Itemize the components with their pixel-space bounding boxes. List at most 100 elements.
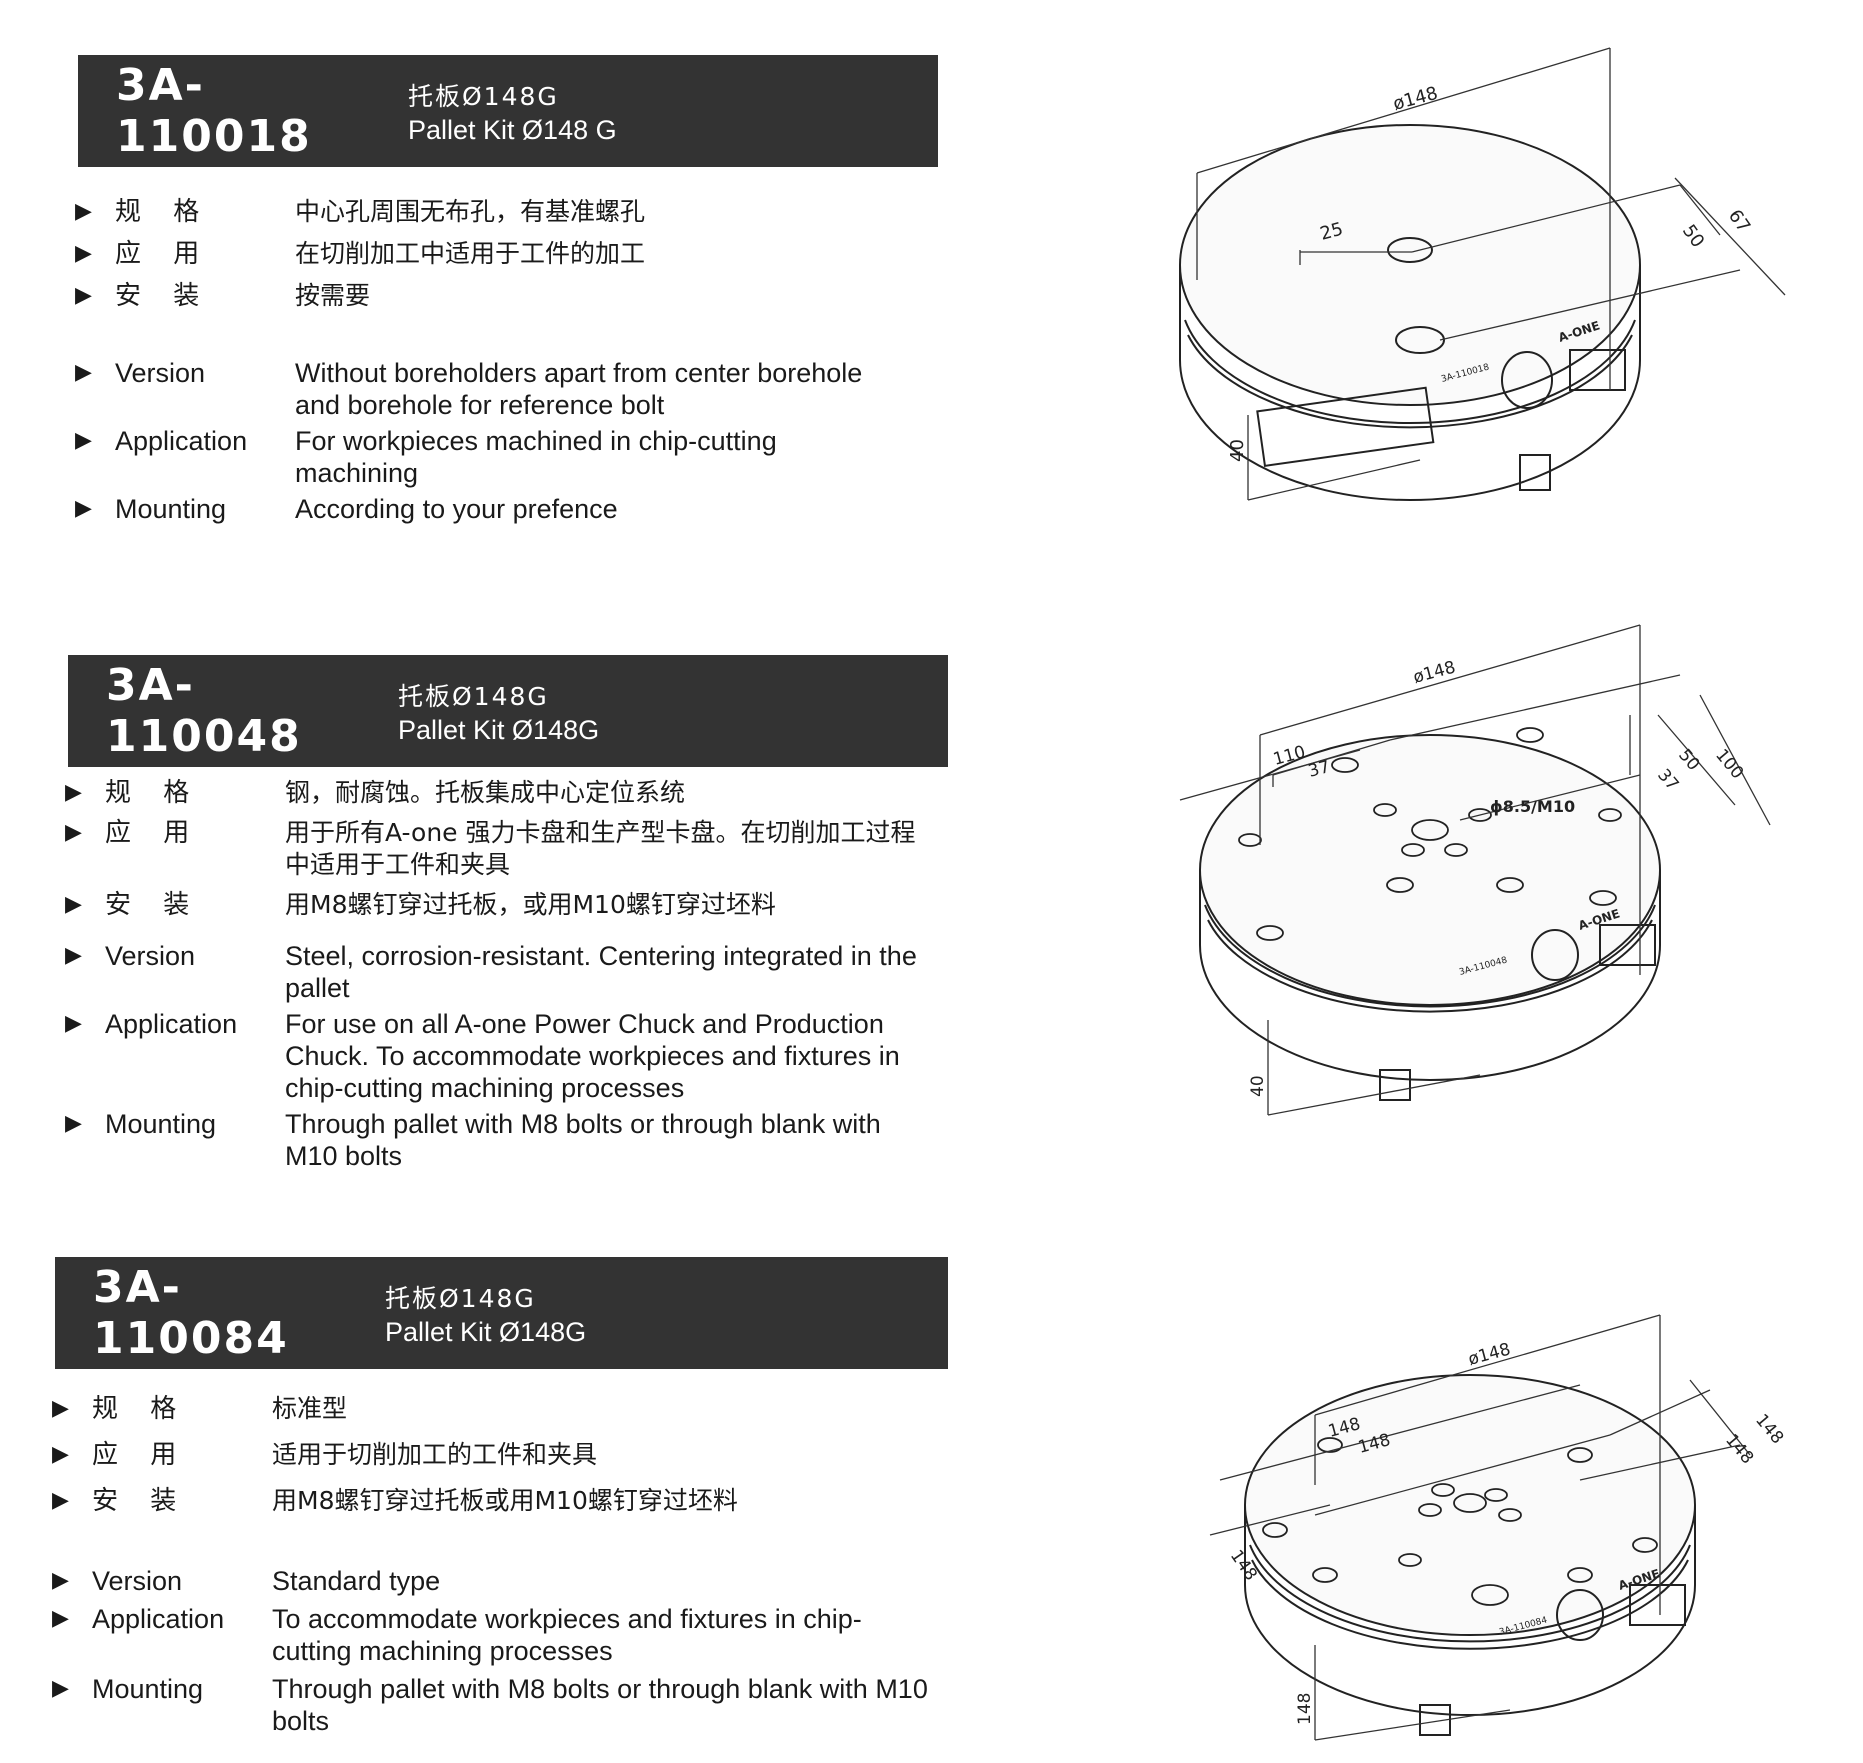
dim-label: 67 [1724,206,1754,237]
product-code: 3A-110018 [116,60,312,162]
spec-label: Application [115,426,248,456]
bullet-icon: ▶ [52,1676,69,1701]
spec-row: ▶ 安 装 用M8螺钉穿过托板，或用M10螺钉穿过坯料 [65,889,935,921]
hole-spec: ϕ8.5/M10 [1490,797,1575,816]
spec-value: Steel, corrosion-resistant. Centering in… [285,941,917,1003]
spec-value: 用于所有A-one 强力卡盘和生产型卡盘。在切削加工过程中适用于工件和夹具 [285,818,916,879]
spec-row: ▶ Mounting Through pallet with M8 bolts or… [65,1108,935,1172]
bullet-icon: ▶ [75,496,92,521]
specs-zh: ▶ 规 格 标准型 ▶ 应 用 适用于切削加工的工件和夹具 ▶ 安 装 用M8螺钉穿过托板或… [52,1393,932,1517]
spec-row: ▶ 应 用 在切削加工中适用于工件的加工 [75,238,975,270]
bullet-icon: ▶ [75,360,92,385]
spec-row: ▶ 规 格 标准型 [52,1393,932,1425]
spec-label: 规 格 [105,778,202,808]
spec-value: 用M8螺钉穿过托板，或用M10螺钉穿过坯料 [285,890,776,919]
specs-zh: ▶规 格中心孔周围无布孔，有基准螺孔 ▶应 用在切削加工中适用于工件的加工 ▶安… [75,196,975,312]
product-name-zh: 托板Ø148G [408,81,559,111]
spec-value: According to your prefence [295,494,618,524]
product-banner: 3A-110084 托板Ø148G Pallet Kit Ø148G [55,1257,948,1369]
dim-label: 100 [1711,745,1747,783]
spec-value: 标准型 [272,1394,348,1423]
specs-en: ▶ Version Steel, corrosion-resistant. Cent… [65,940,935,1172]
spec-value: Through pallet with M8 bolts or through … [285,1109,881,1171]
product-banner: 3A-110048 托板Ø148G Pallet Kit Ø148G [68,655,948,767]
spec-label: 安 装 [115,281,212,311]
bullet-icon: ▶ [52,1396,69,1421]
spec-value: For workpieces machined in chip-cutting … [295,426,777,488]
spec-value: To accommodate workpieces and fixtures i… [272,1604,862,1666]
bullet-icon: ▶ [65,1011,82,1036]
spec-label: Mounting [105,1109,217,1139]
dim-label: 148 [1751,1410,1787,1448]
product-banner: 3A-110018 托板Ø148G Pallet Kit Ø148 G [78,55,938,167]
bullet-icon: ▶ [52,1488,69,1513]
spec-label: 规 格 [115,197,212,227]
bullet-icon: ▶ [65,1111,82,1136]
spec-value: 钢，耐腐蚀。托板集成中心定位系统 [285,778,686,807]
bullet-icon: ▶ [52,1568,69,1593]
spec-label: 应 用 [92,1440,189,1470]
product-3a-110084: 3A-110084 托板Ø148G Pallet Kit Ø148G ▶ 规 格 标… [0,1195,1863,1755]
product-name-en: Pallet Kit Ø148G [398,714,600,745]
specs-en: ▶ Version Without boreholders apart from c… [75,357,895,525]
spec-label: Version [92,1566,183,1596]
spec-label: Mounting [92,1674,204,1704]
spec-value: 用M8螺钉穿过托板或用M10螺钉穿过坯料 [272,1486,738,1515]
dim-height: 148 [1295,1693,1315,1725]
spec-row: ▶ 规 格 钢，耐腐蚀。托板集成中心定位系统 [65,777,935,809]
spec-label: 规 格 [92,1394,189,1424]
technical-drawing-3a-110018: ø148 25 50 67 40 3A-110018 A-ONE [1179,47,1786,501]
bullet-icon: ▶ [75,199,92,224]
spec-value: Without boreholders apart from center bo… [295,358,863,420]
dim-label: 50 [1674,745,1703,774]
product-3a-110048: 3A-110048 托板Ø148G Pallet Kit Ø148G ▶ 规 格 钢… [0,595,1863,1171]
product-code: 3A-110048 [106,660,302,762]
spec-row: ▶ 应 用 用于所有A-one 强力卡盘和生产型卡盘。在切削加工过程中适用于工件和夹… [65,817,935,881]
spec-row: ▶规 格中心孔周围无布孔，有基准螺孔 [75,196,975,228]
bullet-icon: ▶ [75,241,92,266]
spec-label: Application [92,1604,225,1634]
product-name-en: Pallet Kit Ø148 G [408,114,617,145]
specs-zh: ▶ 规 格 钢，耐腐蚀。托板集成中心定位系统 ▶ 应 用 用于所有A-one 强力卡盘和… [65,777,935,921]
spec-label: 应 用 [115,239,212,269]
spec-row: ▶ 安 装 用M8螺钉穿过托板或用M10螺钉穿过坯料 [52,1485,932,1517]
product-3a-110018: 3A-110018 托板Ø148G Pallet Kit Ø148 G ▶ 规 格… [0,0,1863,560]
spec-label: 应 用 [105,818,202,848]
spec-label: Version [105,941,196,971]
dim-height: 40 [1248,1075,1268,1097]
product-code: 3A-110084 [93,1262,289,1364]
spec-label: Application [105,1009,238,1039]
dim-height: 40 [1227,439,1248,462]
bullet-icon: ▶ [65,892,82,917]
product-name-zh: 托板Ø148G [385,1283,536,1313]
technical-drawing-3a-110048: ø148 110 37 100 50 37 ϕ8.5/M10 40 3A-110… [1179,624,1771,1116]
dim-label: 148 [1226,1546,1261,1584]
spec-value: 在切削加工中适用于工件的加工 [295,239,646,268]
dim-diameter: ø148 [1411,657,1458,687]
product-name-en: Pallet Kit Ø148G [385,1316,587,1347]
spec-value: 适用于切削加工的工件和夹具 [272,1440,598,1469]
spec-row: ▶应 用适用于切削加工的工件和夹具 [52,1439,932,1471]
product-name-zh: 托板Ø148G [398,681,549,711]
bullet-icon: ▶ [65,820,82,845]
spec-value: 按需要 [295,281,371,310]
spec-label: 安 装 [105,890,202,920]
bullet-icon: ▶ [65,780,82,805]
bullet-icon: ▶ [75,428,92,453]
dim-label: 148 [1721,1430,1757,1468]
bullet-icon: ▶ [75,283,92,308]
dim-label: 37 [1653,765,1682,794]
technical-drawing-3a-110084: ø148 148 148 148 148 148 148 3A-110084 A… [1209,1314,1787,1741]
dim-diameter: ø148 [1391,83,1440,115]
spec-row: ▶ Application For workpieces machined in c… [75,425,895,489]
dim-label: 50 [1678,221,1708,252]
spec-value: Standard type [272,1566,441,1596]
spec-label: Version [115,358,206,388]
spec-label: 安 装 [92,1486,189,1516]
spec-row: ▶ Version Without boreholders apart from c… [75,357,895,421]
